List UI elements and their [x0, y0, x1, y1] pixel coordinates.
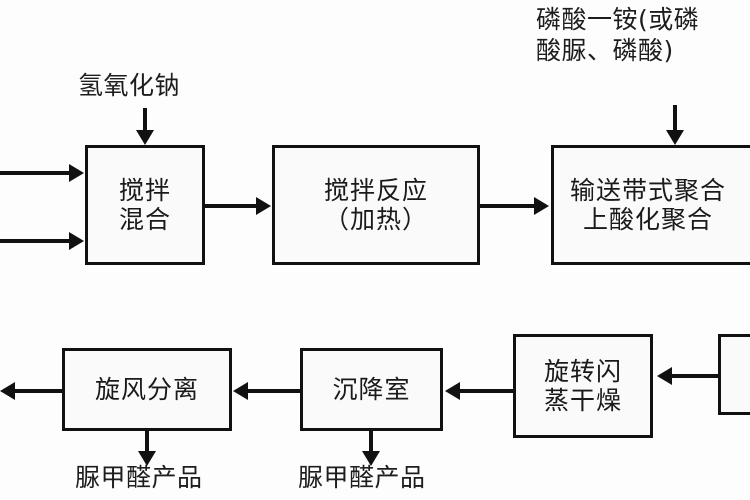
connector-dryer-to-settling	[460, 389, 515, 393]
connector-inlet-feed-top	[0, 171, 70, 175]
arrowhead-inlet-feed-top	[69, 164, 84, 182]
arrowhead-cyclone-outlet	[0, 382, 15, 400]
node-cyclone-separation-label: 旋风分离	[94, 374, 199, 404]
arrowhead-mixing-to-reaction	[256, 197, 271, 215]
node-rotary-flash-dryer[interactable]: 旋转闪 蒸干燥	[513, 334, 653, 438]
node-reaction-label: 搅拌反应 （加热）	[323, 175, 428, 235]
label-urea-formaldehyde-product-left: 脲甲醛产品	[75, 463, 203, 492]
node-belt-polymerization[interactable]: 输送带式聚合 上酸化聚合	[551, 145, 750, 265]
node-upstream-unit[interactable]	[718, 334, 750, 415]
arrowhead-upstream-to-dryer	[657, 367, 672, 385]
node-settling-chamber-label: 沉降室	[332, 374, 411, 404]
node-settling-chamber[interactable]: 沉降室	[300, 348, 443, 431]
node-reaction[interactable]: 搅拌反应 （加热）	[272, 145, 480, 265]
node-rotary-flash-dryer-label: 旋转闪 蒸干燥	[543, 356, 622, 416]
node-belt-polymerization-label: 输送带式聚合 上酸化聚合	[570, 175, 727, 235]
arrowhead-dryer-to-settling	[445, 382, 460, 400]
connector-mixing-to-reaction	[205, 204, 257, 208]
arrowhead-map-feed	[666, 130, 684, 145]
arrowhead-inlet-feed-bottom	[69, 232, 84, 250]
connector-inlet-feed-bottom	[0, 239, 70, 243]
connector-reaction-to-belt	[480, 204, 535, 208]
label-monoammonium-phosphate: 磷酸一铵(或磷 酸脲、磷酸)	[536, 5, 700, 66]
connector-settling-product	[369, 431, 373, 453]
arrowhead-settling-to-cyclone	[233, 382, 248, 400]
connector-upstream-to-dryer	[672, 374, 720, 378]
node-mixing-label: 搅拌 混合	[118, 175, 171, 235]
arrowhead-reaction-to-belt	[534, 197, 549, 215]
label-sodium-hydroxide: 氢氧化钠	[78, 71, 181, 100]
label-urea-formaldehyde-product-mid: 脲甲醛产品	[298, 463, 426, 492]
connector-cyclone-product	[145, 431, 149, 453]
arrowhead-cyclone-product	[138, 451, 156, 466]
arrowhead-naoh-feed	[136, 130, 154, 145]
node-cyclone-separation[interactable]: 旋风分离	[62, 348, 232, 431]
connector-map-feed	[673, 105, 677, 132]
connector-naoh-feed	[143, 108, 147, 132]
connector-cyclone-outlet	[15, 389, 64, 393]
connector-settling-to-cyclone	[248, 389, 302, 393]
node-mixing[interactable]: 搅拌 混合	[85, 145, 205, 265]
arrowhead-settling-product	[362, 451, 380, 466]
